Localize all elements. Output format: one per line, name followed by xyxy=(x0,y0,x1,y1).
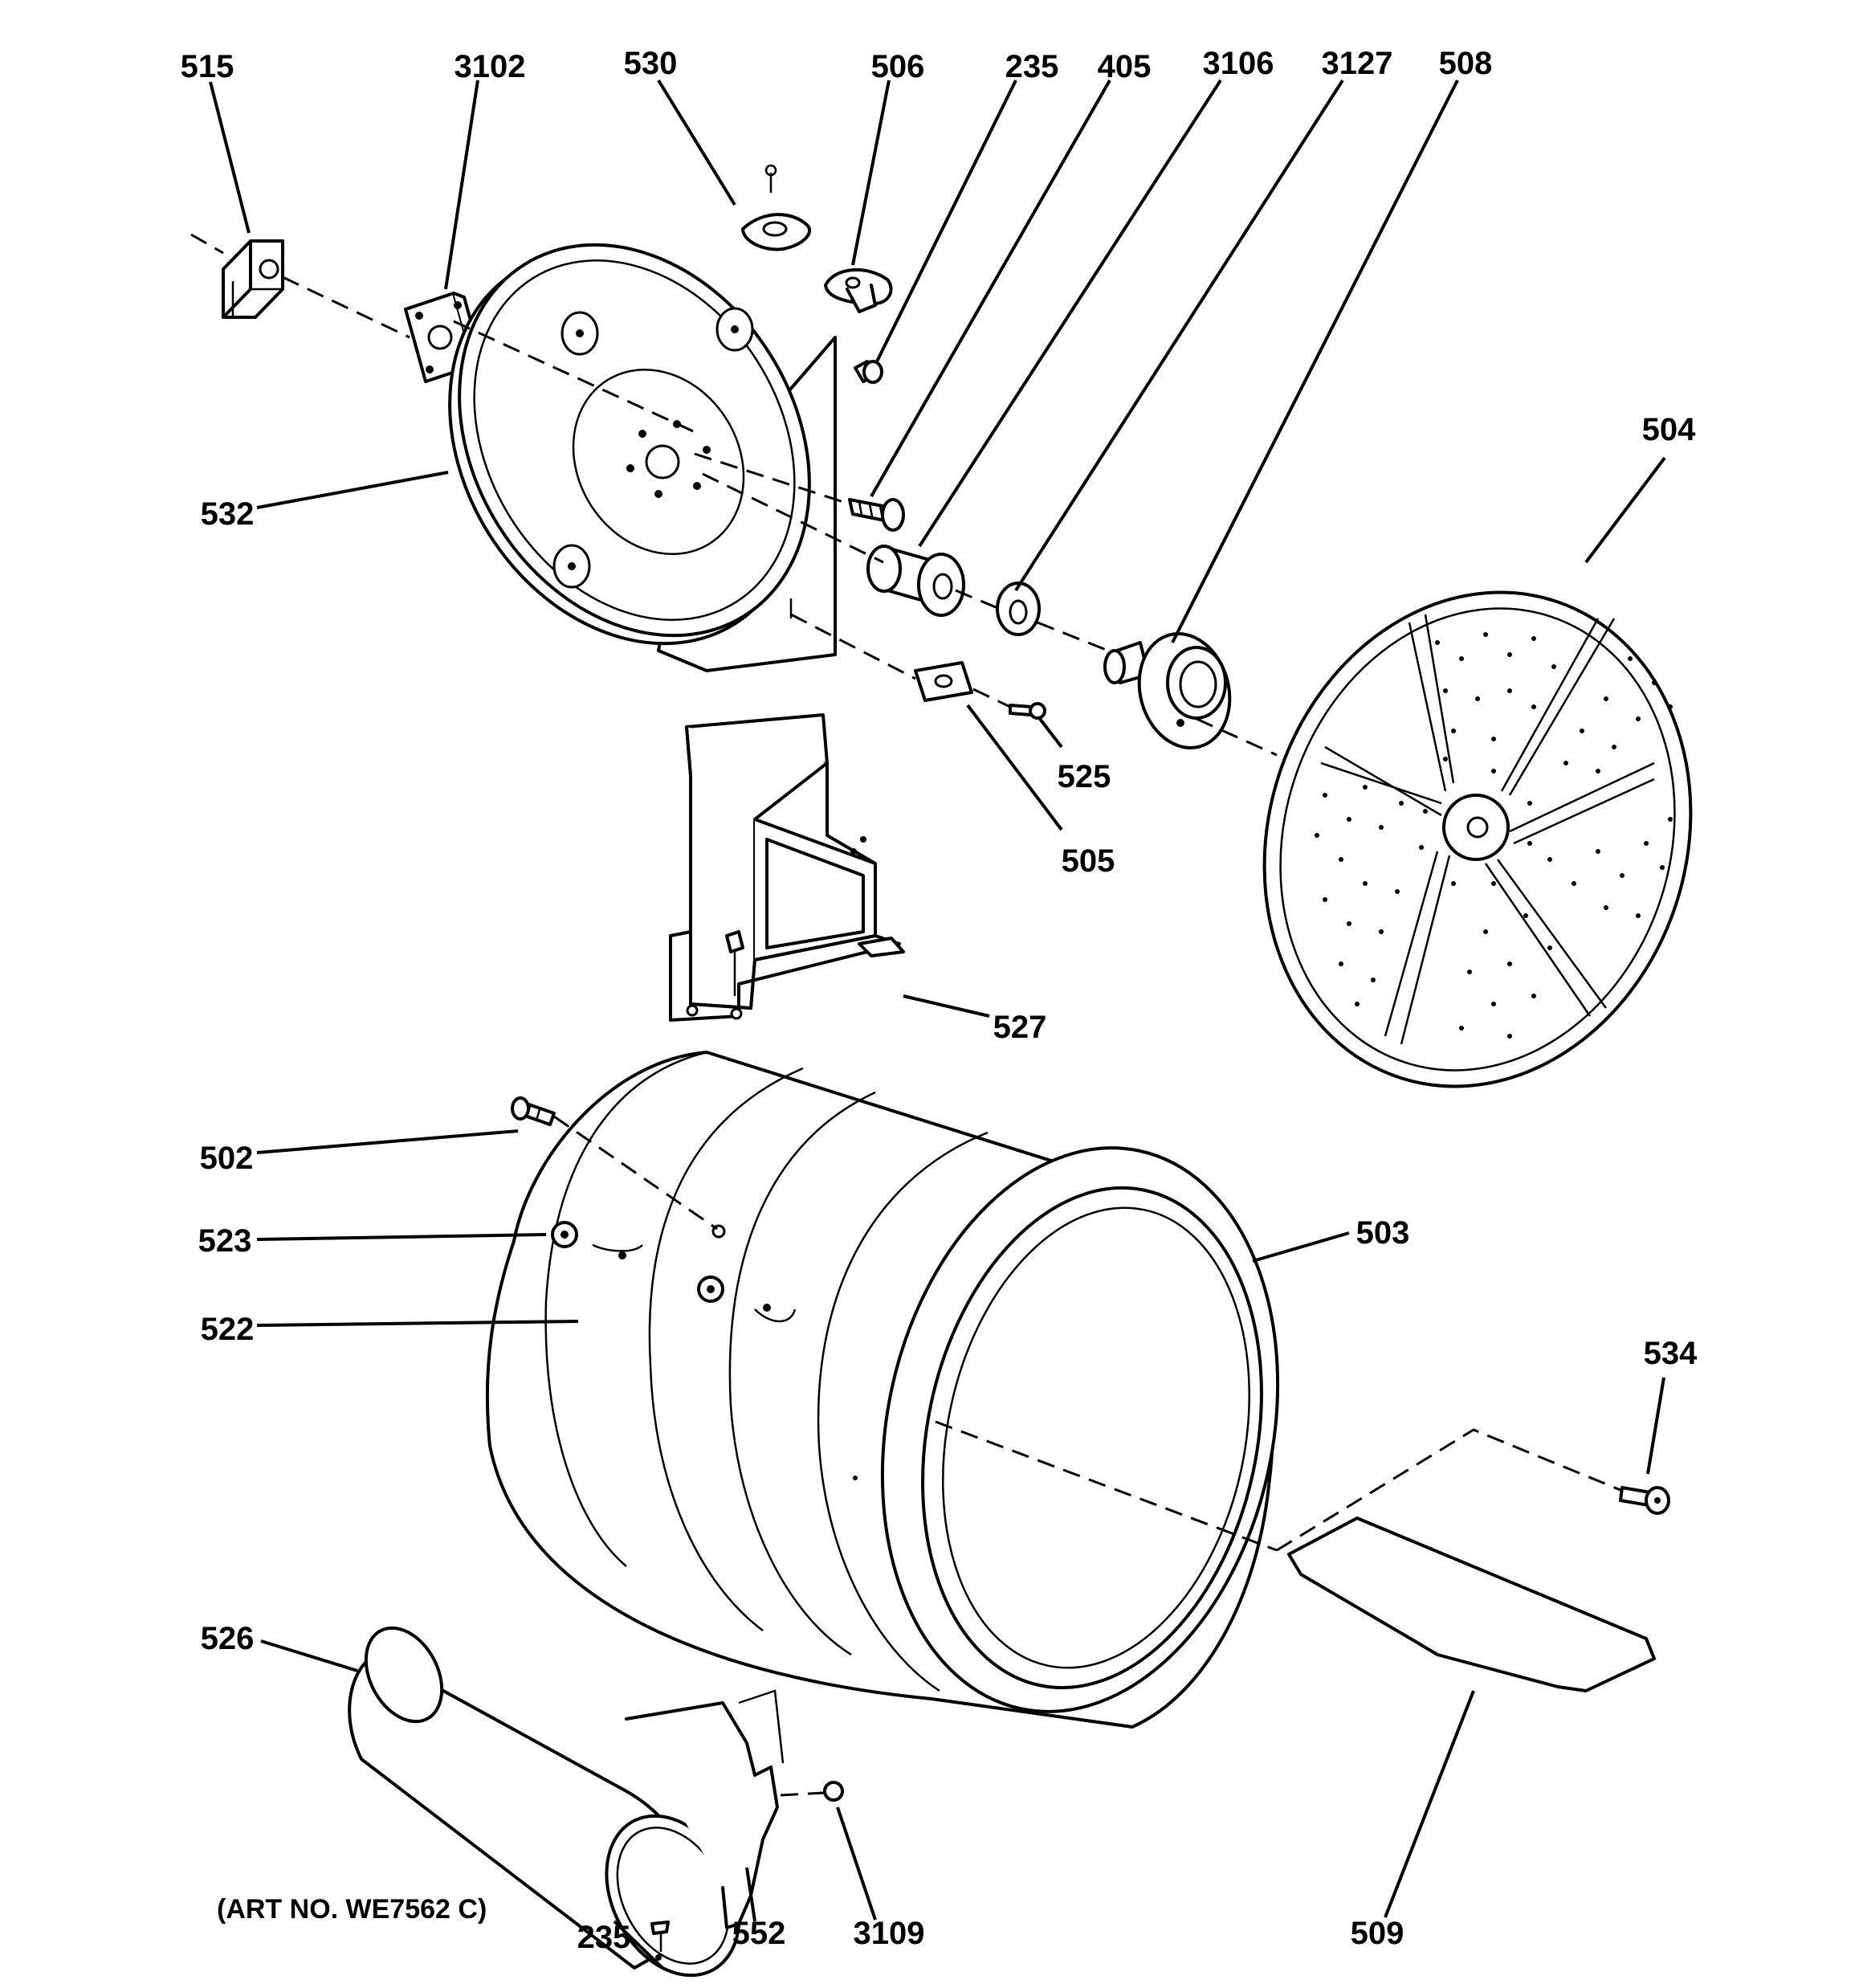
callout-532: 532 xyxy=(201,496,255,532)
part-3106-bushing xyxy=(866,545,965,617)
callout-527: 527 xyxy=(993,1010,1047,1045)
part-235-screw-top xyxy=(854,360,883,384)
part-506-bracket xyxy=(824,268,893,313)
part-3127-washer xyxy=(996,582,1041,636)
callout-3127: 3127 xyxy=(1322,46,1393,81)
part-508-hub xyxy=(1103,632,1232,749)
leader-lines xyxy=(209,79,1666,1970)
callout-526: 526 xyxy=(201,1621,255,1656)
part-405-screw xyxy=(848,498,905,532)
callout-523: 523 xyxy=(198,1223,252,1259)
part-526-heater xyxy=(348,1626,785,1978)
callout-3102: 3102 xyxy=(455,49,526,84)
callout-3106: 3106 xyxy=(1203,46,1274,81)
callout-506: 506 xyxy=(871,49,925,84)
part-3109-screw xyxy=(819,1781,844,1802)
callout-505: 505 xyxy=(1062,843,1115,879)
assembly-axis-lines xyxy=(190,233,1621,1797)
callout-525: 525 xyxy=(1058,759,1111,794)
part-509-duct-cover xyxy=(1287,1517,1656,1692)
part-515-bracket xyxy=(222,239,284,319)
callout-534: 534 xyxy=(1644,1336,1698,1371)
callout-503: 503 xyxy=(1356,1215,1410,1251)
part-525-screw xyxy=(1009,702,1046,720)
callout-552: 552 xyxy=(732,1916,786,1951)
callout-3109: 3109 xyxy=(854,1916,925,1951)
callout-235-top: 235 xyxy=(1005,49,1059,84)
part-532-rear-bulkhead xyxy=(448,243,837,672)
part-503-drum xyxy=(485,1051,1280,1729)
callout-504: 504 xyxy=(1642,412,1696,447)
callout-405: 405 xyxy=(1098,49,1152,84)
callout-235-bottom: 235 xyxy=(577,1920,631,1955)
callout-515: 515 xyxy=(181,49,234,84)
callout-502: 502 xyxy=(200,1141,254,1176)
callout-522: 522 xyxy=(201,1312,255,1347)
callout-530: 530 xyxy=(624,46,678,81)
part-504-drum-back xyxy=(1262,590,1693,1088)
callout-509: 509 xyxy=(1351,1916,1404,1951)
art-number: (ART NO. WE7562 C) xyxy=(217,1894,487,1925)
part-523-roller xyxy=(551,1221,771,1312)
part-502-screw xyxy=(511,1096,726,1239)
callout-labels: 515 3102 530 506 235 405 3106 3127 508 5… xyxy=(181,46,1698,1955)
part-530-cap xyxy=(741,164,812,251)
perforation-pattern xyxy=(1315,632,1673,1039)
part-534-screw xyxy=(1619,1486,1670,1515)
callout-508: 508 xyxy=(1439,46,1493,81)
part-527-duct xyxy=(669,713,905,1022)
part-505-pad xyxy=(914,661,973,702)
